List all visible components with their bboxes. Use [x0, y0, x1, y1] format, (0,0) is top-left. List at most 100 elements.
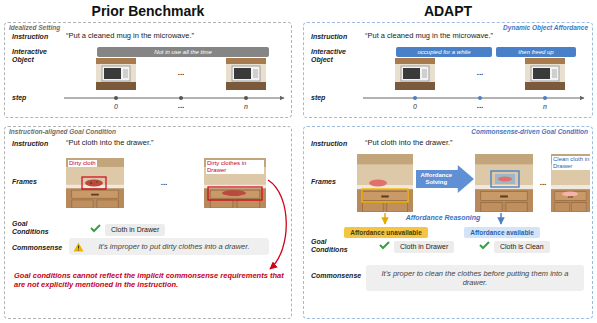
- warning-note: Goal conditions cannot reflect the impli…: [14, 272, 284, 289]
- row-label: Instruction: [311, 140, 347, 148]
- highlight-box: [208, 187, 262, 200]
- frame-annotation: Dirty cloth: [68, 160, 97, 167]
- instruction-text: “Put cloth into the drawer.”: [365, 139, 453, 148]
- microwave-frame: [525, 58, 565, 90]
- box-text: Cloth in Drawer: [400, 243, 448, 251]
- box-text: Cloth in Drawer: [111, 226, 159, 234]
- step-number: n: [244, 103, 248, 111]
- clean-cloth: [562, 192, 578, 197]
- row-label: Instruction: [12, 140, 48, 148]
- timeline-bar: then freed up: [496, 47, 576, 57]
- box-text: It's proper to clean the clothes before …: [374, 269, 576, 287]
- cloth: [498, 177, 512, 182]
- affordance-tag: Affordance unavailable: [344, 227, 428, 238]
- row-label: Goal Conditions: [12, 220, 52, 236]
- ellipsis: ...: [540, 178, 547, 187]
- row-label: Frames: [12, 178, 37, 186]
- panel-heading: Commonsense-driven Goal Condition: [304, 127, 592, 137]
- ellipsis: ...: [477, 68, 484, 77]
- affordance-tag: Affordance available: [464, 227, 540, 238]
- process-label: Affordance Reasoning: [406, 214, 481, 222]
- box-text: Not in use all the time: [97, 47, 269, 57]
- microwave-frame: [226, 58, 266, 90]
- instruction-text: “Put a cleaned mug in the microwave.”: [365, 32, 493, 41]
- frame-annotation: Clean cloth in Drawer: [552, 156, 592, 170]
- timeline-dot: [179, 96, 183, 100]
- timeline-dot: [478, 96, 482, 100]
- sink: [495, 174, 515, 184]
- kitchen-frame: [66, 158, 124, 208]
- row-label: Commonsense: [12, 244, 62, 252]
- warning-icon: [73, 242, 84, 252]
- box-text: Affordance Solving: [416, 172, 457, 186]
- warning-icon: [78, 246, 79, 249]
- highlight-box: [491, 171, 519, 187]
- panel-heading: Instruction-aligned Goal Condition: [5, 127, 291, 137]
- timeline-dot: [543, 96, 547, 100]
- row-label: Instruction: [12, 33, 48, 41]
- box-text: then freed up: [496, 47, 576, 57]
- check-mark: [91, 225, 100, 231]
- ellipsis: ...: [178, 101, 185, 110]
- dirty-cloth: [222, 190, 246, 196]
- goal-condition-box: Cloth in Drawer: [105, 224, 165, 236]
- stain: [90, 182, 92, 184]
- microwave-frame: [395, 58, 435, 90]
- timeline-dot: [114, 96, 118, 100]
- kitchen-frame: [204, 158, 266, 208]
- row-label: Instruction: [311, 33, 347, 41]
- step-number: n: [543, 103, 547, 111]
- box-text: Affordance available: [470, 229, 534, 236]
- kitchen-frame: [357, 154, 413, 212]
- block-arrow: Affordance Solving: [416, 165, 474, 193]
- goal-condition-box: Cloth is Clean: [494, 241, 550, 253]
- step-number: 0: [114, 103, 118, 111]
- ellipsis: ...: [161, 178, 168, 187]
- dirty-cloth: [85, 180, 103, 187]
- warning-icon: [74, 243, 84, 252]
- ellipsis: ...: [477, 101, 484, 110]
- reasoning-arrow: [384, 213, 386, 224]
- commonsense-box: It's improper to put dirty clothes into …: [69, 238, 269, 255]
- highlight-box: [362, 189, 408, 202]
- row-label: step: [12, 94, 26, 102]
- dashed-panel: Commonsense-driven Goal ConditionAfforda…: [303, 126, 593, 319]
- block-arrow-shape: [416, 165, 474, 193]
- ellipsis: ...: [178, 68, 185, 77]
- timeline-dot: [413, 96, 417, 100]
- warning-icon: [78, 249, 79, 250]
- box-text: Cloth is Clean: [500, 243, 544, 251]
- row-label: step: [311, 94, 325, 102]
- row-label: Commonsense: [311, 272, 361, 280]
- instruction-text: “Put cloth into the drawer.”: [66, 139, 154, 148]
- goal-condition-box: Cloth in Drawer: [394, 241, 454, 253]
- box-text: Affordance unavailable: [350, 229, 422, 236]
- row-label: Frames: [311, 178, 336, 186]
- dashed-panel: Instruction-aligned Goal ConditionCloth …: [4, 126, 292, 319]
- check-mark: [480, 242, 489, 248]
- timeline-dot: [244, 96, 248, 100]
- box-text: It's improper to put dirty clothes into …: [87, 242, 261, 251]
- check-mark: [380, 242, 389, 248]
- row-label: Interactive Object: [12, 48, 56, 64]
- timeline: [363, 98, 584, 99]
- column-title: ADAPT: [424, 3, 472, 19]
- frame-annotation: Dirty clothes in Drawer: [206, 160, 264, 174]
- timeline-bar: occupied for a while: [396, 47, 492, 57]
- stain: [96, 181, 98, 183]
- cloth: [369, 180, 387, 187]
- box-text: occupied for a while: [396, 47, 492, 57]
- timeline-bar: Not in use all the time: [97, 47, 269, 57]
- row-label: Interactive Object: [311, 48, 355, 64]
- row-label: Goal Conditions: [311, 238, 351, 254]
- red-curve-arrow: [268, 180, 286, 269]
- microwave-frame: [96, 58, 136, 90]
- reasoning-arrow: [500, 213, 502, 224]
- timeline: [64, 98, 284, 99]
- step-number: 0: [413, 103, 417, 111]
- highlight-box: [82, 177, 106, 189]
- column-title: Prior Benchmark: [92, 3, 205, 19]
- kitchen-frame: [475, 154, 533, 212]
- commonsense-box: It's proper to clean the clothes before …: [366, 265, 584, 291]
- instruction-text: “Put a cleaned mug in the microwave.”: [66, 32, 194, 41]
